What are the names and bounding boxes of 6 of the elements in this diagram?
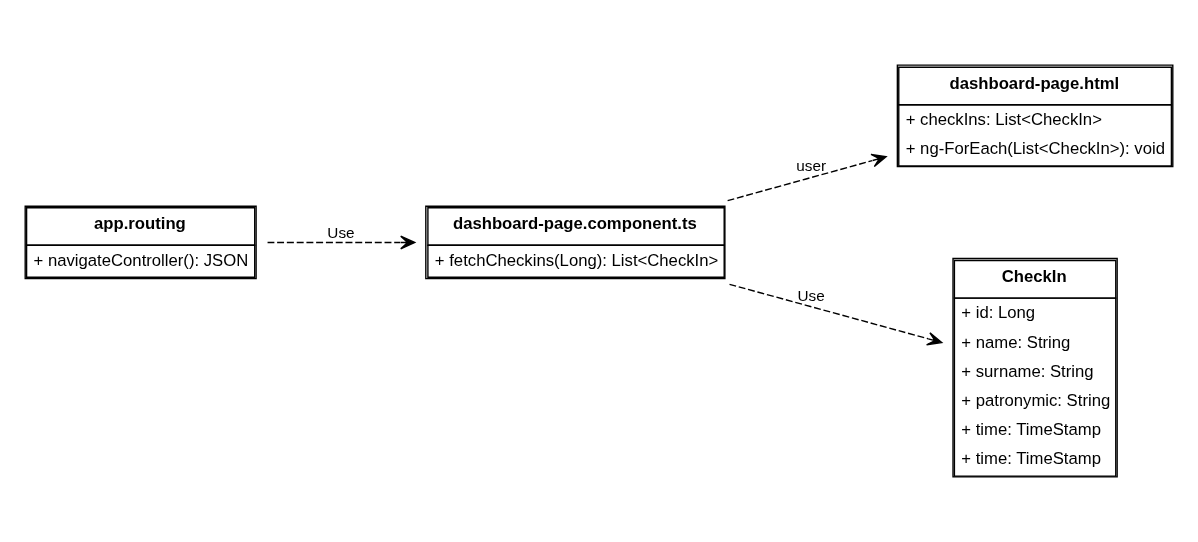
arrow bbox=[726, 153, 887, 202]
edge-label: Use bbox=[797, 286, 825, 304]
arrow bbox=[728, 283, 943, 346]
edge-label: user bbox=[796, 157, 827, 175]
arrow bbox=[266, 235, 416, 250]
edge-label: Use bbox=[327, 224, 355, 242]
